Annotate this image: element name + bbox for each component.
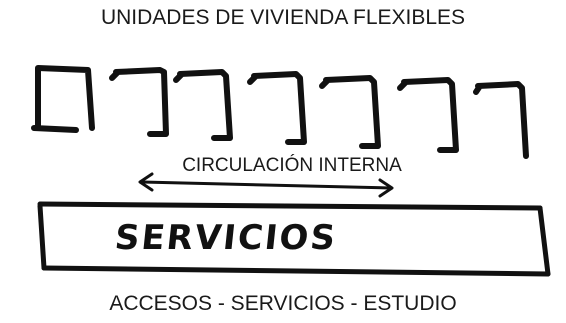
bottom-caption: ACCESOS - SERVICIOS - ESTUDIO <box>109 292 457 315</box>
diagram-title: UNIDADES DE VIVIENDA FLEXIBLES <box>100 6 466 29</box>
unit-4 <box>247 71 307 145</box>
services-label: SERVICIOS <box>112 218 339 258</box>
unit-7 <box>473 81 529 159</box>
unit-5 <box>319 75 381 149</box>
circulation-label: CIRCULACIÓN INTERNA <box>155 155 429 177</box>
unit-2 <box>109 67 169 137</box>
unit-6 <box>397 77 459 153</box>
housing-units <box>31 65 529 159</box>
services-box <box>37 201 551 277</box>
unit-3 <box>173 69 233 141</box>
circulation-arrow <box>138 172 394 198</box>
unit-1 <box>31 65 95 133</box>
